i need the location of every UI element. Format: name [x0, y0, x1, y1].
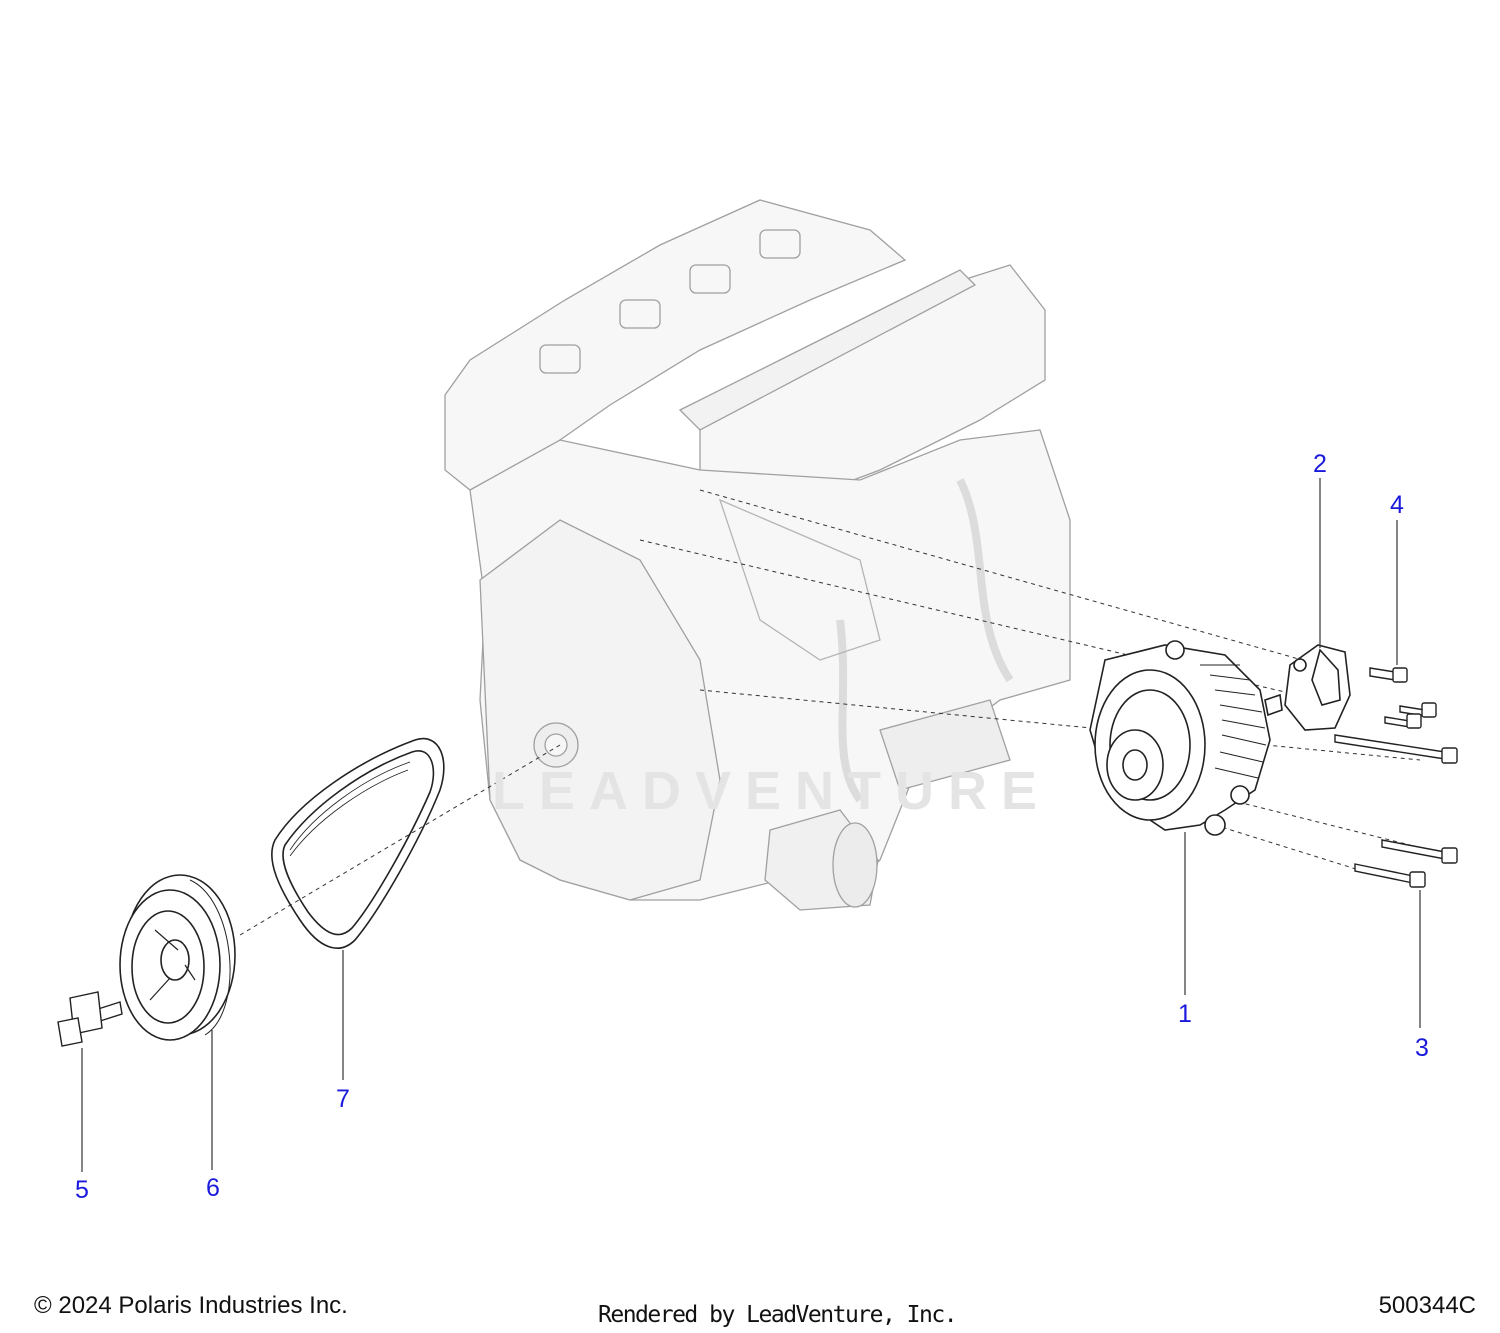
callout-6[interactable]: 6 — [206, 1174, 220, 1202]
bolts — [1334, 667, 1458, 888]
callout-3[interactable]: 3 — [1415, 1034, 1429, 1062]
watermark: LEADVENTURE — [492, 761, 1052, 821]
copyright-text: © 2024 Polaris Industries Inc. — [34, 1292, 348, 1319]
alternator — [1089, 640, 1283, 836]
alignment-lines — [239, 489, 1421, 936]
callout-4[interactable]: 4 — [1390, 491, 1404, 519]
callout-5[interactable]: 5 — [75, 1176, 89, 1204]
drive-belt — [271, 737, 445, 949]
leader-lines — [81, 478, 1421, 1172]
crank-pulley — [119, 874, 236, 1041]
pulley-bolt — [57, 991, 123, 1047]
alternator-bracket — [1284, 644, 1351, 731]
rendered-by-text: Rendered by LeadVenture, Inc. — [598, 1302, 958, 1328]
callout-2[interactable]: 2 — [1313, 450, 1327, 478]
callout-7[interactable]: 7 — [336, 1085, 350, 1113]
engine-block — [444, 199, 1071, 911]
diagram-code: 500344C — [1378, 1292, 1476, 1319]
callout-1[interactable]: 1 — [1178, 1000, 1192, 1028]
